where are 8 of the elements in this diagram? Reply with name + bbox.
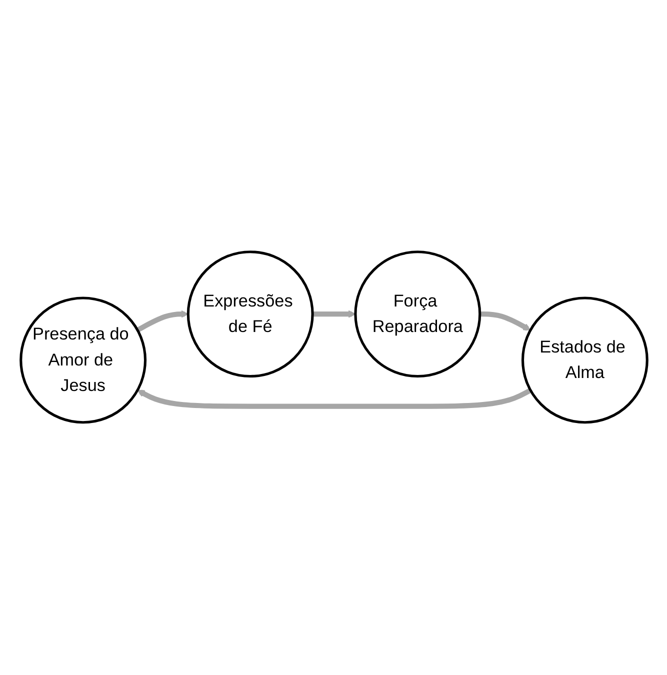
node-circle: Presença do Amor de Jesus (19, 297, 146, 424)
arrow (136, 310, 188, 333)
arrow (312, 310, 356, 318)
node-circle: Força Reparadora (354, 250, 481, 378)
arrow (136, 388, 532, 410)
node-circle: Expressões de Fé (186, 250, 314, 378)
arrow (479, 312, 530, 332)
node-circle: Estados de Alma (520, 297, 648, 424)
